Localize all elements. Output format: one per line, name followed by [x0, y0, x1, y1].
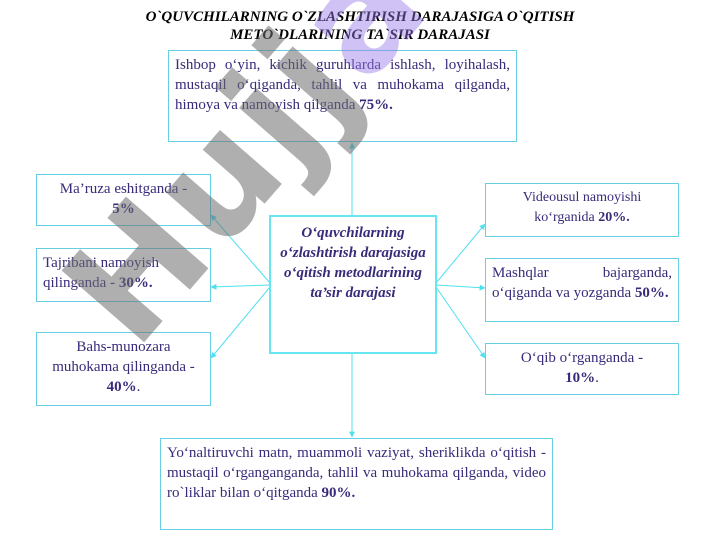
node-right-3: O‘qib o‘rganganda - 10%.	[485, 343, 679, 395]
arrow-to-right2	[435, 284, 486, 291]
node-top-percent: 75%.	[359, 97, 393, 113]
node-left-3: Bahs-munozara muhokama qilinganda - 40%.	[36, 332, 211, 406]
node-top: Ishbop o‘yin, kichik guruhlarda ishlash,…	[168, 50, 517, 142]
node-left-2: Tajribani namoyish qilinganda - 30%.	[36, 248, 211, 302]
node-right-1: Videousul namoyishi ko‘rganida 20%.	[485, 183, 679, 237]
node-right-3-percent: 10%	[565, 370, 596, 386]
node-top-text: Ishbop o‘yin, kichik guruhlarda ishlash,…	[175, 57, 510, 113]
node-left-2-text: Tajribani namoyish qilinganda -	[43, 255, 160, 291]
arrow-to-right3	[435, 286, 486, 359]
node-right-2-text: Mashqlar bajarganda, o‘qiganda va yozgan…	[492, 265, 672, 301]
arrow-to-left3	[210, 286, 271, 359]
node-left-3-text: Bahs-munozara muhokama qilinganda -	[52, 339, 195, 375]
node-right-1-text: Videousul namoyishi ko‘rganida	[522, 190, 642, 225]
node-right-3-tail: .	[595, 370, 599, 386]
diagram-title: O`QUVCHILARNING O`ZLASHTIRISH DARAJASIGA…	[0, 8, 720, 44]
center-node-text: O‘quvchilarning o‘zlashtirish darajasiga…	[280, 225, 426, 301]
arrow-to-right1	[435, 223, 486, 284]
node-left-1-percent: 5%	[112, 201, 135, 217]
node-right-1-percent: 20%.	[598, 210, 630, 225]
node-bottom-percent: 90%.	[321, 485, 356, 501]
node-bottom: Yo‘naltiruvchi matn, muammoli vaziyat, s…	[160, 438, 553, 530]
node-left-3-tail: .	[136, 379, 141, 395]
arrow-to-left1	[210, 214, 271, 284]
title-line-2: METO`DLARINING TA`SIR DARAJASI	[230, 27, 490, 43]
node-bottom-text: Yo‘naltiruvchi matn, muammoli vaziyat, s…	[167, 445, 546, 501]
node-right-2-percent: 50%.	[634, 285, 669, 301]
node-right-3-text: O‘qib o‘rganganda -	[520, 350, 644, 366]
node-right-2: Mashqlar bajarganda, o‘qiganda va yozgan…	[485, 258, 679, 322]
title-line-1: O`QUVCHILARNING O`ZLASHTIRISH DARAJASIGA…	[145, 9, 575, 25]
node-left-2-percent: 30%.	[118, 275, 153, 291]
node-left-1-text: Ma’ruza eshitganda -	[59, 181, 188, 197]
node-left-3-percent: 40%	[106, 379, 137, 395]
arrow-to-left2	[210, 283, 271, 290]
center-node: O‘quvchilarning o‘zlashtirish darajasiga…	[269, 215, 437, 354]
node-left-1: Ma’ruza eshitganda - 5%	[36, 174, 211, 226]
